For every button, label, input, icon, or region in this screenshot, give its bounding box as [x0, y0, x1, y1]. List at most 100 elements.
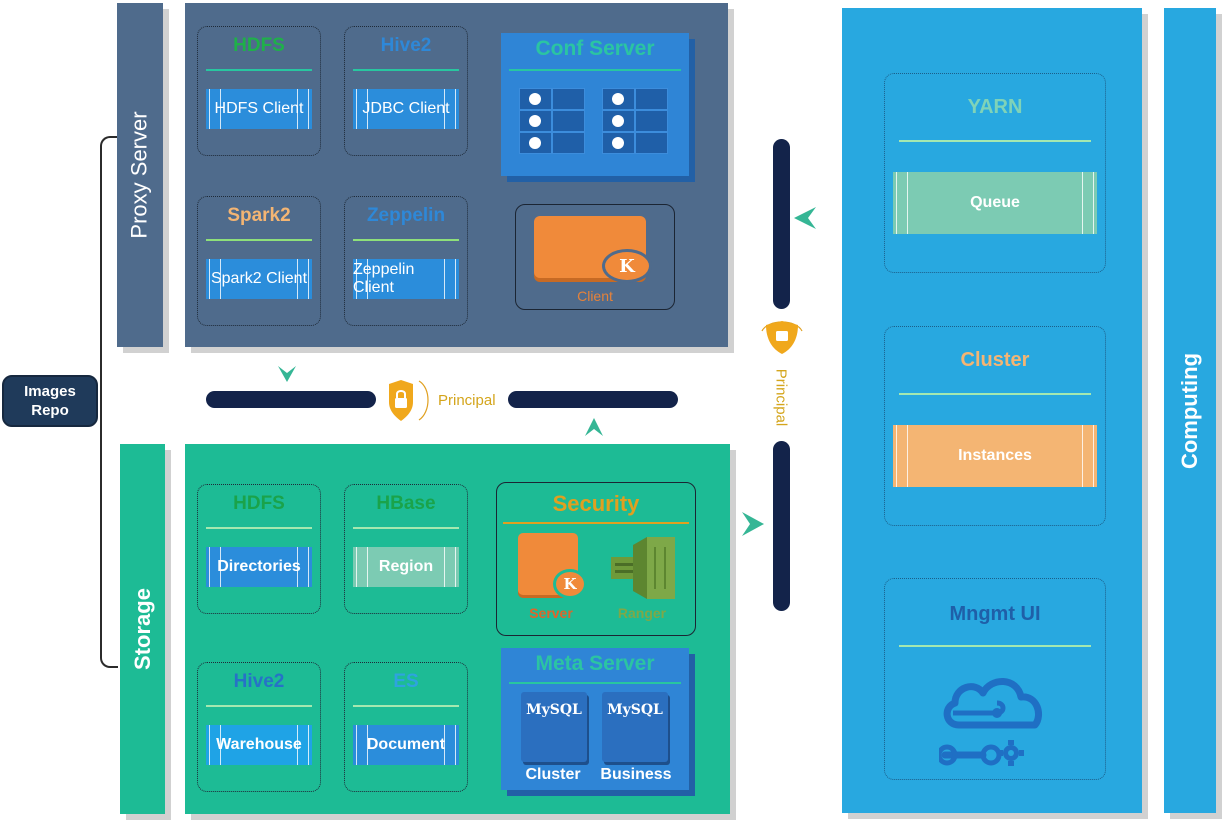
stripe: [1082, 425, 1094, 487]
config-grid-icon: [602, 88, 668, 156]
region-label: Region: [378, 558, 434, 575]
cluster-db-caption: Cluster: [525, 766, 581, 783]
divider: [206, 239, 312, 241]
lock-shield-icon: [389, 380, 429, 421]
proxy-spark2-module: Spark2 Spark2 Client: [197, 196, 321, 326]
horizontal-bus-left: [206, 391, 376, 408]
vertical-bus-top: [773, 139, 790, 309]
directories-block[interactable]: Directories: [206, 547, 312, 587]
zeppelin-client-label: Zeppelin Client: [353, 261, 415, 296]
divider: [509, 682, 681, 684]
kerberos-k-icon: K: [602, 249, 652, 283]
lock-shield-icon: [761, 321, 803, 354]
divider: [899, 645, 1091, 647]
stripe: [297, 547, 309, 587]
region-block[interactable]: Region: [353, 547, 459, 587]
stripe: [444, 89, 456, 129]
mngmt-ui-module: Mngmt UI: [884, 578, 1106, 780]
principal-label-vertical-wrap: Principal: [770, 365, 792, 435]
kerberos-server-label: Server: [529, 605, 573, 621]
computing-label: Computing: [1177, 352, 1202, 469]
divider: [899, 393, 1091, 395]
stripe: [297, 89, 309, 129]
jdbc-client-block[interactable]: JDBC Client: [353, 89, 459, 129]
ranger-icon: [611, 537, 675, 599]
images-repo-line1: Images: [24, 383, 76, 400]
divider: [503, 522, 689, 524]
storage-hdfs-module: HDFS Directories: [197, 484, 321, 614]
horizontal-bus-right: [508, 391, 678, 408]
stripe: [209, 725, 221, 765]
conf-server-card[interactable]: Conf Server: [501, 33, 689, 176]
security-box[interactable]: Security K Server Ranger: [496, 482, 696, 636]
stripe: [1082, 172, 1094, 234]
stripe: [297, 725, 309, 765]
storage-panel: HDFS Directories HBase Region Hive2 Ware…: [185, 444, 730, 814]
hdfs-client-block[interactable]: HDFS Client: [206, 89, 312, 129]
vertical-bus-bottom: [773, 441, 790, 611]
directories-label: Directories: [217, 558, 301, 575]
queue-block[interactable]: Queue: [893, 172, 1097, 234]
stripe: [896, 425, 908, 487]
proxy-hive2-title: Hive2: [380, 35, 432, 56]
spark2-client-label: Spark2 Client: [210, 270, 308, 287]
proxy-hdfs-module: HDFS HDFS Client: [197, 26, 321, 156]
storage-hbase-module: HBase Region: [344, 484, 468, 614]
stripe: [297, 259, 309, 299]
warehouse-label: Warehouse: [216, 736, 302, 753]
jdbc-client-label: JDBC Client: [362, 100, 450, 117]
kerberos-client-box[interactable]: K Client: [515, 204, 675, 310]
storage-sidebar: Storage: [120, 444, 165, 814]
storage-es-title: ES: [393, 671, 419, 692]
stripe: [444, 725, 456, 765]
proxy-spark2-title: Spark2: [227, 205, 291, 226]
principal-label-horizontal: Principal: [438, 392, 496, 409]
meta-server-card[interactable]: Meta Server MySQL MySQL Cluster Business: [501, 648, 689, 790]
divider: [206, 69, 312, 71]
stripe: [444, 547, 456, 587]
storage-hive2-module: Hive2 Warehouse: [197, 662, 321, 792]
conf-server-title: Conf Server: [535, 37, 655, 60]
computing-sidebar: Computing: [1164, 8, 1216, 813]
cloud-tools-icon: [939, 678, 1042, 766]
divider: [353, 239, 459, 241]
proxy-server-sidebar: Proxy Server: [117, 3, 163, 347]
kerberos-k-badge: K: [619, 255, 635, 277]
hdfs-client-label: HDFS Client: [214, 100, 304, 117]
mysql-cluster-db-icon: MySQL: [521, 692, 587, 762]
kerberos-k-icon: K: [553, 569, 587, 599]
proxy-zeppelin-module: Zeppelin Zeppelin Client: [344, 196, 468, 326]
stripe: [356, 725, 368, 765]
spark2-client-block[interactable]: Spark2 Client: [206, 259, 312, 299]
ranger-label: Ranger: [617, 605, 667, 621]
divider: [509, 69, 681, 71]
document-label: Document: [366, 736, 446, 753]
storage-label: Storage: [129, 588, 155, 670]
proxy-server-label: Proxy Server: [127, 111, 152, 239]
instances-block[interactable]: Instances: [893, 425, 1097, 487]
stripe: [444, 259, 456, 299]
zeppelin-client-block[interactable]: Zeppelin Client: [353, 259, 459, 299]
arrow-up-icon: [585, 418, 603, 436]
proxy-hdfs-title: HDFS: [233, 35, 285, 56]
storage-hive2-title: Hive2: [233, 671, 285, 692]
stripe: [896, 172, 908, 234]
stripe: [356, 547, 368, 587]
stripe: [356, 259, 368, 299]
cluster-title: Cluster: [960, 349, 1030, 371]
document-block[interactable]: Document: [353, 725, 459, 765]
proxy-zeppelin-title: Zeppelin: [366, 205, 446, 226]
images-repo-line2: Repo: [31, 402, 69, 419]
divider: [899, 140, 1091, 142]
grouping-bracket: [100, 136, 118, 668]
principal-label-vertical: Principal: [772, 368, 790, 427]
images-repo-node[interactable]: Images Repo: [2, 375, 98, 427]
divider: [206, 705, 312, 707]
meta-server-title: Meta Server: [535, 652, 655, 675]
divider: [353, 527, 459, 529]
warehouse-block[interactable]: Warehouse: [206, 725, 312, 765]
divider: [353, 69, 459, 71]
stripe: [209, 89, 221, 129]
computing-panel: YARN Queue Cluster Instances Mngmt UI: [842, 8, 1142, 813]
proxy-hive2-module: Hive2 JDBC Client: [344, 26, 468, 156]
